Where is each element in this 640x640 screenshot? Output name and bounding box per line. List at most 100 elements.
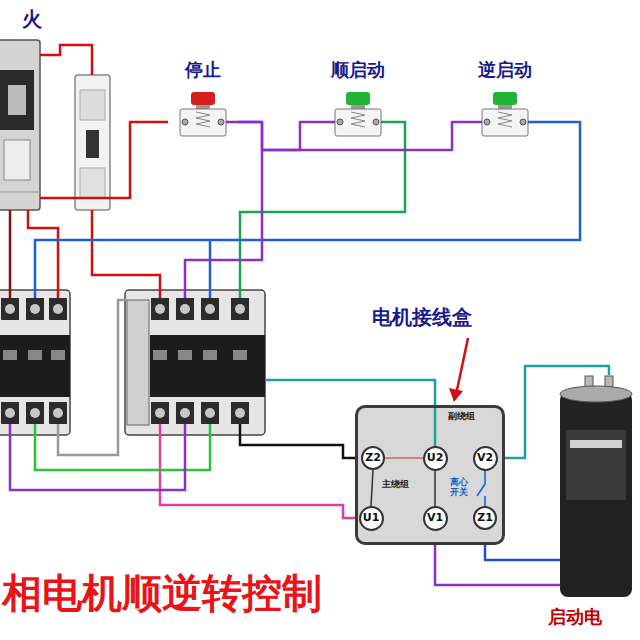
start-capacitor: 启动电 (548, 375, 640, 633)
contactor (53, 408, 63, 418)
contactor (30, 408, 40, 418)
capacitor-symbol (570, 440, 622, 448)
terminal-label: Z1 (477, 512, 493, 524)
terminal-circle: U2 (423, 446, 448, 471)
reverse-button-symbol (482, 109, 528, 136)
box-wiring (371, 470, 373, 506)
contactor (3, 350, 17, 360)
capacitor-symbol (560, 386, 632, 402)
leakage-breaker (80, 168, 105, 198)
wire (226, 121, 238, 124)
contactor (176, 402, 194, 424)
forward-button-symbol (335, 109, 381, 136)
button-label: 顺启动 (331, 60, 385, 80)
terminal-label: Z2 (365, 452, 381, 464)
contactor (51, 350, 65, 360)
contactor (127, 300, 149, 425)
contactor (125, 290, 265, 435)
winding-label: 主绕组 (382, 480, 409, 490)
contactor (233, 350, 247, 360)
capacitor-symbol (548, 376, 632, 597)
leader-arrow (457, 338, 468, 390)
contactor (205, 304, 215, 314)
contactor (155, 408, 165, 418)
wire-connector (48, 122, 168, 198)
leader-arrow (449, 388, 463, 402)
contactor (180, 304, 190, 314)
capacitor-symbol (548, 559, 560, 562)
forward-button-symbol (351, 112, 365, 127)
contactor (203, 350, 217, 360)
contactor (26, 402, 44, 424)
contactor (1, 298, 19, 320)
button-label: 停止 (185, 60, 221, 80)
forward-button-symbol (335, 92, 381, 136)
stop-button-symbol (218, 119, 224, 125)
stop-button-symbol (191, 92, 215, 105)
wire (209, 240, 212, 298)
box-wiring (484, 470, 486, 484)
wire (35, 122, 580, 298)
contactor (125, 290, 265, 435)
contactor (1, 402, 19, 424)
wire-connector (238, 122, 465, 150)
wire (465, 121, 482, 124)
leakage-breaker (75, 75, 110, 210)
junction-box: 副绕组主绕组离心开关Z2U2V2U1V1Z1 (355, 405, 505, 545)
contactor (231, 298, 249, 320)
wire (240, 424, 361, 458)
forward-button-symbol (337, 119, 343, 125)
stop-button-symbol (180, 109, 226, 136)
contactor (26, 298, 44, 320)
terminal-label: U2 (427, 452, 444, 464)
leakage-breaker (86, 130, 99, 158)
box-wiring (385, 458, 423, 459)
wire (9, 210, 12, 298)
wire (185, 150, 262, 298)
terminal-circle: Z1 (473, 506, 497, 530)
leakage-breaker (80, 90, 105, 120)
circuit-breaker: 火 (0, 6, 48, 212)
contactor (150, 335, 265, 397)
terminal-label: V1 (427, 512, 443, 524)
main-breaker (0, 40, 40, 210)
wire (58, 300, 127, 455)
forward-button-symbol (373, 119, 379, 125)
contactor (153, 350, 167, 360)
contactor (201, 298, 219, 320)
stop-button-symbol (180, 92, 226, 136)
terminal-label: U1 (363, 512, 380, 524)
contactor (53, 304, 63, 314)
wire (240, 122, 405, 298)
reverse-button-symbol (493, 92, 517, 105)
contactor (5, 408, 15, 418)
wire (265, 380, 435, 405)
reverse-button-symbol (498, 112, 512, 127)
wire (40, 197, 48, 200)
phase-label: 火 (22, 8, 42, 30)
terminal-circle: Z2 (361, 446, 385, 470)
main-breaker (0, 40, 40, 210)
reverse-button-symbol (484, 119, 490, 125)
contactor (231, 402, 249, 424)
reverse-button-symbol (482, 92, 528, 136)
contactor (0, 335, 70, 397)
wire-connector (238, 122, 318, 150)
winding-label: 副绕组 (448, 412, 475, 422)
push-button: 逆启动 (465, 58, 545, 138)
contactor (0, 290, 70, 435)
contactor (28, 350, 42, 360)
contactor (5, 304, 15, 314)
contactor (180, 408, 190, 418)
reverse-button-symbol (520, 119, 526, 125)
callout-label: 电机接线盒 (372, 306, 472, 329)
wire (28, 210, 58, 298)
wire (318, 121, 335, 124)
box-wiring (477, 484, 485, 496)
contactor (0, 290, 70, 435)
contactor (30, 304, 40, 314)
wire (10, 424, 185, 490)
main-breaker (8, 85, 26, 115)
stop-button-symbol (196, 112, 210, 127)
